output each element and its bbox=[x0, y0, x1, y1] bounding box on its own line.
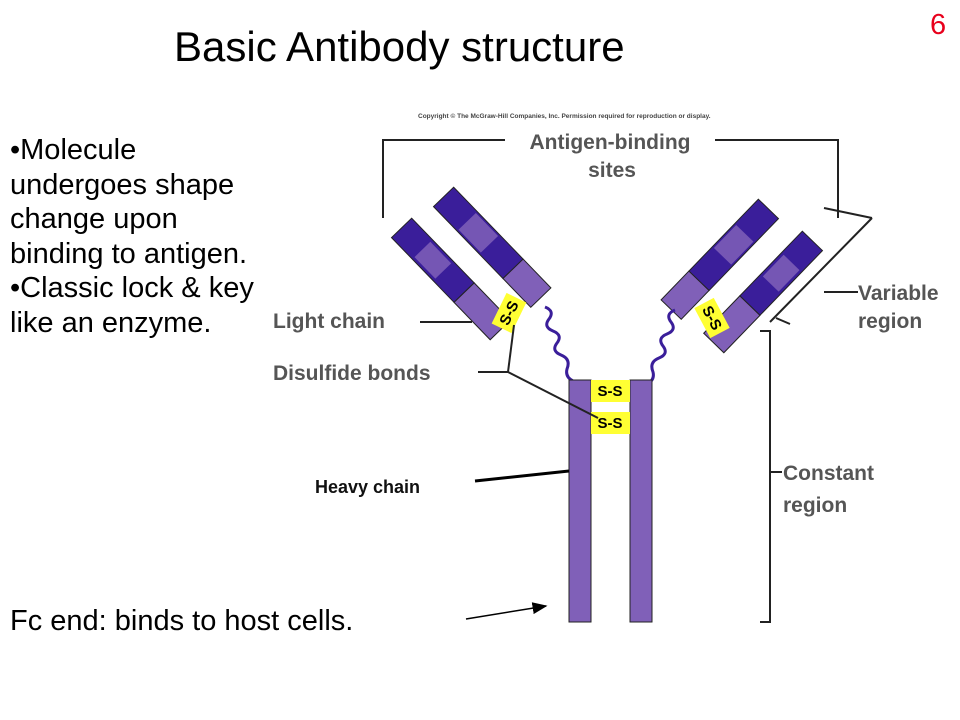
fc-end-arrow bbox=[465, 602, 548, 620]
bullet-item: •Molecule undergoes shape change upon bi… bbox=[10, 134, 248, 270]
left-heavy-chain-stem bbox=[568, 379, 592, 623]
hinge-disulfide-bond-upper: S-S bbox=[591, 380, 630, 402]
right-light-chain-arm bbox=[702, 230, 824, 354]
heavy-chain-leader bbox=[474, 469, 570, 483]
antigen-binding-label: sites bbox=[588, 159, 636, 182]
slide-number: 6 bbox=[930, 9, 947, 41]
variable-region-label: Variable bbox=[858, 282, 939, 305]
light-chain-label: Light chain bbox=[273, 310, 385, 333]
antigen-binding-label: Antigen-binding bbox=[530, 131, 691, 154]
antigen-binding-bracket bbox=[382, 139, 839, 218]
constant-region-label: region bbox=[783, 494, 847, 517]
disulfide-bonds-label: Disulfide bonds bbox=[273, 362, 431, 385]
bullet-list: •Molecule undergoes shape change upon bi… bbox=[10, 133, 270, 340]
slide-title: Basic Antibody structure bbox=[174, 23, 625, 70]
constant-region-bracket bbox=[760, 330, 771, 623]
left-hinge-wavy-line bbox=[544, 305, 574, 383]
copyright-text: Copyright © The McGraw-Hill Companies, I… bbox=[418, 112, 711, 120]
right-heavy-chain-arm bbox=[660, 198, 780, 321]
disulfide-leader bbox=[507, 324, 515, 373]
variable-region-label: region bbox=[858, 310, 922, 333]
heavy-chain-label: Heavy chain bbox=[315, 477, 420, 497]
disulfide-leader bbox=[507, 371, 599, 419]
svg-text:S-S: S-S bbox=[597, 383, 622, 400]
hinge-disulfide-bond-lower: S-S bbox=[591, 412, 630, 434]
fc-end-note: Fc end: binds to host cells. bbox=[10, 605, 354, 637]
constant-region-label: Constant bbox=[783, 462, 874, 485]
right-hinge-wavy-line bbox=[646, 308, 676, 386]
left-heavy-chain-arm bbox=[432, 186, 552, 309]
svg-text:S-S: S-S bbox=[597, 415, 622, 432]
bullet-item: •Classic lock & key like an enzyme. bbox=[10, 272, 254, 339]
right-heavy-chain-stem bbox=[629, 379, 653, 623]
variable-region-bracket bbox=[769, 207, 873, 325]
